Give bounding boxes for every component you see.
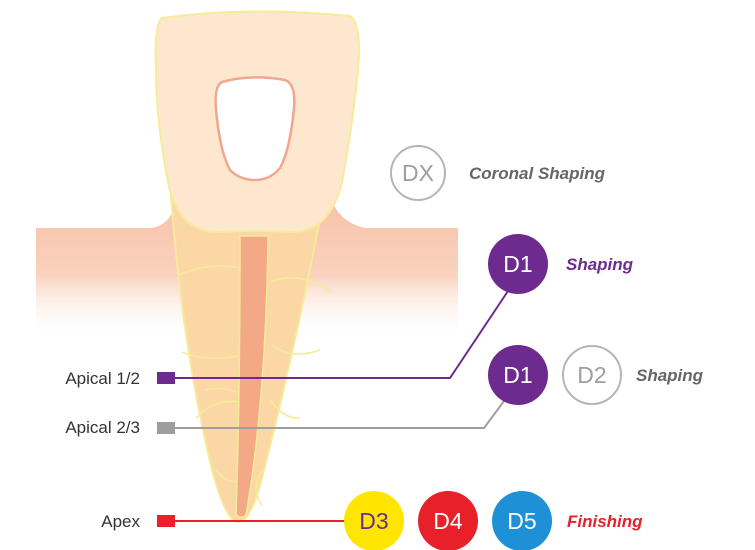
badge-d2-text: D2 — [577, 362, 606, 388]
badge-d1-gray-row-text: D1 — [503, 362, 532, 388]
badge-d3-text: D3 — [359, 508, 388, 534]
finishing-text: Finishing — [567, 512, 643, 531]
badge-d1-purple-text: D1 — [503, 251, 532, 277]
label-apical-two-thirds: Apical 2/3 — [65, 418, 140, 437]
badge-d4-text: D4 — [433, 508, 463, 534]
pulp-chamber — [216, 77, 295, 180]
shaping-purple-text: Shaping — [566, 255, 634, 274]
gray-marker — [157, 422, 175, 434]
badge-d5-text: D5 — [507, 508, 536, 534]
label-apical-half: Apical 1/2 — [65, 369, 140, 388]
purple-marker — [157, 372, 175, 384]
label-apex: Apex — [101, 512, 140, 531]
coronal-shaping-text: Coronal Shaping — [469, 164, 606, 183]
red-marker — [157, 515, 175, 527]
badge-dx-text: DX — [402, 160, 434, 186]
shaping-gray-text: Shaping — [636, 366, 704, 385]
